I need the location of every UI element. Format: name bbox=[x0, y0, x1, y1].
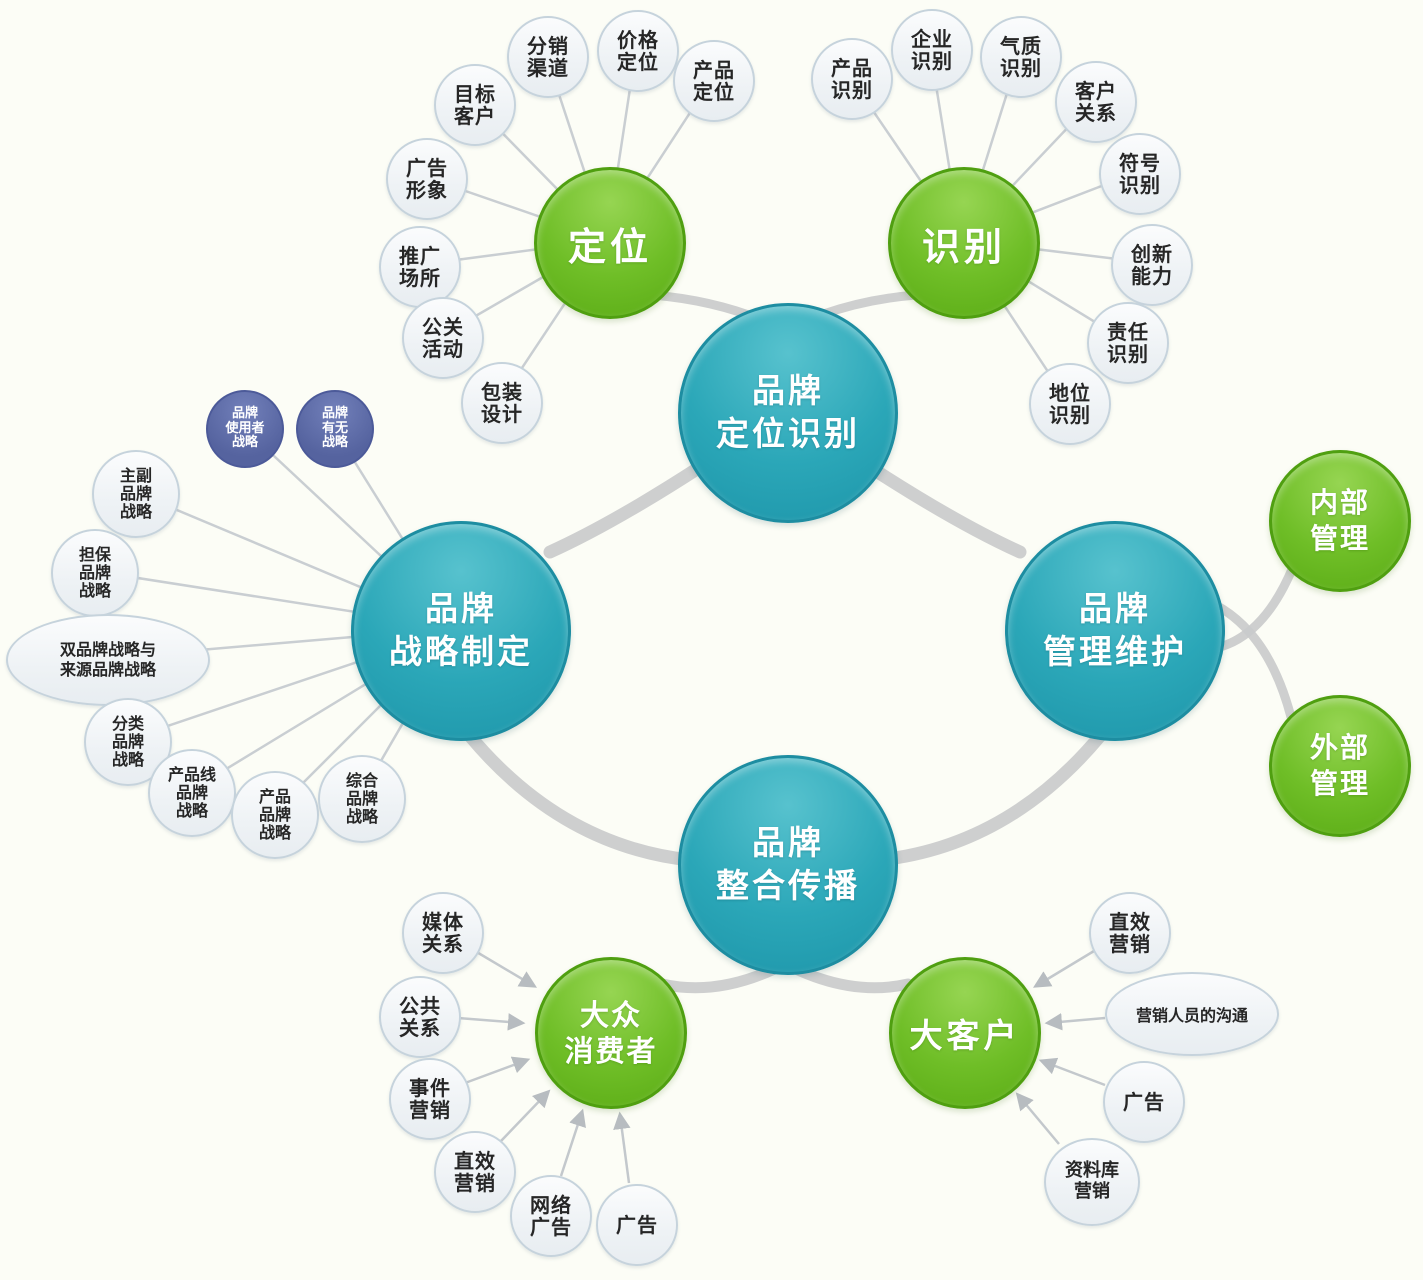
node-label: 产品 识别 bbox=[831, 55, 873, 102]
node-label: 识别 bbox=[921, 224, 1006, 269]
node-label: 直效 营销 bbox=[1109, 909, 1151, 956]
node-direct-marketing-mass: 直效 营销 bbox=[434, 1131, 516, 1213]
node-brand-management-maintenance: 品牌 管理维护 bbox=[1005, 521, 1225, 741]
node-label: 目标 客户 bbox=[454, 81, 496, 128]
key-account-arrows bbox=[1015, 949, 1106, 1145]
node-product-identity: 产品 识别 bbox=[811, 38, 893, 120]
node-dual-brand-strategy: 双品牌战略与 来源品牌战略 bbox=[6, 614, 210, 706]
node-label: 品牌 管理维护 bbox=[1043, 589, 1187, 671]
mass-consumer-arrows bbox=[457, 949, 631, 1184]
node-price-positioning: 价格 定位 bbox=[597, 10, 679, 92]
node-label: 分销 渠道 bbox=[527, 33, 569, 80]
node-label: 推广 场所 bbox=[399, 243, 441, 290]
node-brand-strategy-formulation: 品牌 战略制定 bbox=[351, 521, 571, 741]
node-corporate-identity: 企业 识别 bbox=[891, 9, 973, 91]
node-distribution-channels: 分销 渠道 bbox=[507, 16, 589, 98]
node-label: 品牌 使用者 战略 bbox=[225, 406, 265, 451]
node-sales-staff-communication: 营销人员的沟通 bbox=[1105, 972, 1279, 1056]
node-brand-user-strategy: 品牌 使用者 战略 bbox=[206, 390, 284, 468]
node-label: 外部 管理 bbox=[1309, 730, 1370, 800]
node-label: 符号 识别 bbox=[1119, 150, 1161, 197]
node-label: 企业 识别 bbox=[911, 26, 953, 73]
node-target-customers: 目标 客户 bbox=[434, 64, 516, 146]
node-temperament-identity: 气质 识别 bbox=[980, 16, 1062, 98]
node-online-advertising: 网络 广告 bbox=[510, 1175, 592, 1257]
node-product-positioning: 产品 定位 bbox=[673, 40, 755, 122]
node-comprehensive-brand-strategy: 综合 品牌 战略 bbox=[318, 755, 406, 843]
node-internal-management: 内部 管理 bbox=[1269, 450, 1411, 592]
node-label: 广告 形象 bbox=[406, 155, 448, 202]
node-label: 大客户 bbox=[909, 1016, 1021, 1055]
node-label: 包装 设计 bbox=[481, 379, 523, 426]
node-label: 营销人员的沟通 bbox=[1135, 1006, 1248, 1025]
node-label: 主副 品牌 战略 bbox=[119, 466, 152, 521]
node-label: 直效 营销 bbox=[454, 1148, 496, 1195]
node-identity: 识别 bbox=[888, 167, 1040, 319]
node-label: 品牌 定位识别 bbox=[716, 371, 860, 453]
node-customer-relations: 客户 关系 bbox=[1055, 61, 1137, 143]
node-label: 地位 识别 bbox=[1049, 380, 1091, 427]
node-label: 价格 定位 bbox=[617, 27, 659, 74]
node-label: 网络 广告 bbox=[530, 1192, 572, 1239]
node-advertising-mass: 广告 bbox=[596, 1184, 678, 1266]
node-label: 公共 关系 bbox=[399, 993, 441, 1040]
node-label: 广告 bbox=[616, 1212, 658, 1237]
node-event-marketing: 事件 营销 bbox=[389, 1058, 471, 1140]
node-packaging-design: 包装 设计 bbox=[461, 362, 543, 444]
node-label: 资料库 营销 bbox=[1065, 1160, 1119, 1202]
node-label: 产品线 品牌 战略 bbox=[167, 765, 216, 820]
node-direct-marketing-key: 直效 营销 bbox=[1089, 892, 1171, 974]
node-label: 气质 识别 bbox=[1000, 33, 1042, 80]
node-key-accounts: 大客户 bbox=[889, 957, 1041, 1109]
node-public-relations: 公共 关系 bbox=[379, 976, 461, 1058]
node-advertising-key: 广告 bbox=[1103, 1061, 1185, 1143]
node-brand-integrated-communication: 品牌 整合传播 bbox=[678, 755, 898, 975]
node-main-sub-brand-strategy: 主副 品牌 战略 bbox=[92, 450, 180, 538]
node-endorsed-brand-strategy: 担保 品牌 战略 bbox=[51, 529, 139, 617]
node-label: 综合 品牌 战略 bbox=[345, 771, 378, 826]
node-product-brand-strategy: 产品 品牌 战略 bbox=[231, 771, 319, 859]
node-label: 大众 消费者 bbox=[564, 997, 658, 1068]
node-label: 创新 能力 bbox=[1131, 241, 1173, 288]
node-label: 担保 品牌 战略 bbox=[78, 545, 111, 600]
node-innovation-capability: 创新 能力 bbox=[1111, 224, 1193, 306]
node-label: 定位 bbox=[567, 224, 652, 269]
node-external-management: 外部 管理 bbox=[1269, 695, 1411, 837]
node-label: 品牌 有无 战略 bbox=[321, 406, 348, 451]
node-label: 产品 定位 bbox=[693, 57, 735, 104]
node-promotion-venues: 推广 场所 bbox=[379, 226, 461, 308]
node-label: 责任 识别 bbox=[1107, 319, 1149, 366]
node-label: 客户 关系 bbox=[1075, 78, 1117, 125]
node-label: 事件 营销 bbox=[409, 1075, 451, 1122]
node-label: 公关 活动 bbox=[422, 314, 464, 361]
node-label: 品牌 战略制定 bbox=[389, 589, 533, 671]
node-label: 媒体 关系 bbox=[422, 909, 464, 956]
node-label: 品牌 整合传播 bbox=[716, 823, 860, 905]
node-label: 广告 bbox=[1123, 1089, 1165, 1114]
node-advertising-image: 广告 形象 bbox=[386, 138, 468, 220]
node-mass-consumers: 大众 消费者 bbox=[535, 957, 687, 1109]
node-label: 产品 品牌 战略 bbox=[258, 787, 291, 842]
node-positioning: 定位 bbox=[534, 167, 686, 319]
node-label: 分类 品牌 战略 bbox=[111, 714, 144, 769]
node-status-identity: 地位 识别 bbox=[1029, 363, 1111, 445]
node-database-marketing: 资料库 营销 bbox=[1044, 1138, 1140, 1226]
node-label: 双品牌战略与 来源品牌战略 bbox=[59, 640, 156, 679]
node-brand-positioning-identity: 品牌 定位识别 bbox=[678, 303, 898, 523]
node-symbol-identity: 符号 识别 bbox=[1099, 133, 1181, 215]
node-responsibility-identity: 责任 识别 bbox=[1087, 302, 1169, 384]
node-label: 内部 管理 bbox=[1309, 485, 1370, 555]
node-brand-existence-strategy: 品牌 有无 战略 bbox=[296, 390, 374, 468]
node-pr-activities: 公关 活动 bbox=[402, 297, 484, 379]
node-product-line-brand-strategy: 产品线 品牌 战略 bbox=[148, 749, 236, 837]
node-media-relations: 媒体 关系 bbox=[402, 892, 484, 974]
